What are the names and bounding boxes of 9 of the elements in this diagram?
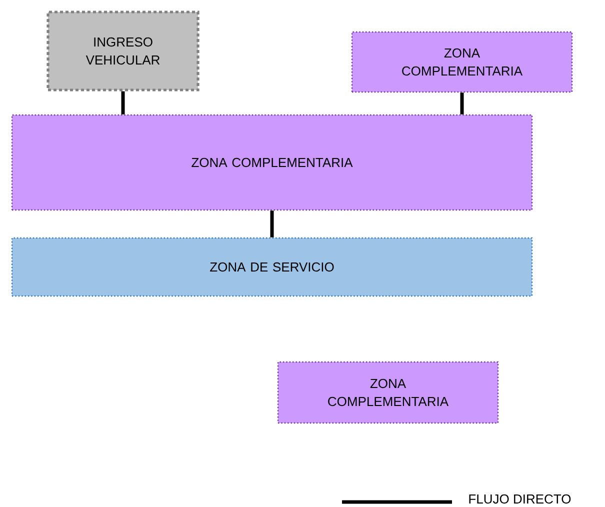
zone-box: ZONA COMPLEMENTARIA — [277, 361, 499, 424]
connector-line — [460, 92, 464, 114]
zone-box: ZONA COMPLEMENTARIA — [11, 114, 533, 211]
legend-label: FLUJO DIRECTO — [469, 494, 571, 504]
service-zone-box: ZONA DE SERVICIO — [11, 237, 533, 297]
entrance-box: INGRESO VEHICULAR — [46, 10, 200, 92]
connector-line — [270, 210, 274, 238]
connector-line — [121, 91, 125, 114]
zone-box: ZONA COMPLEMENTARIA — [351, 31, 573, 93]
